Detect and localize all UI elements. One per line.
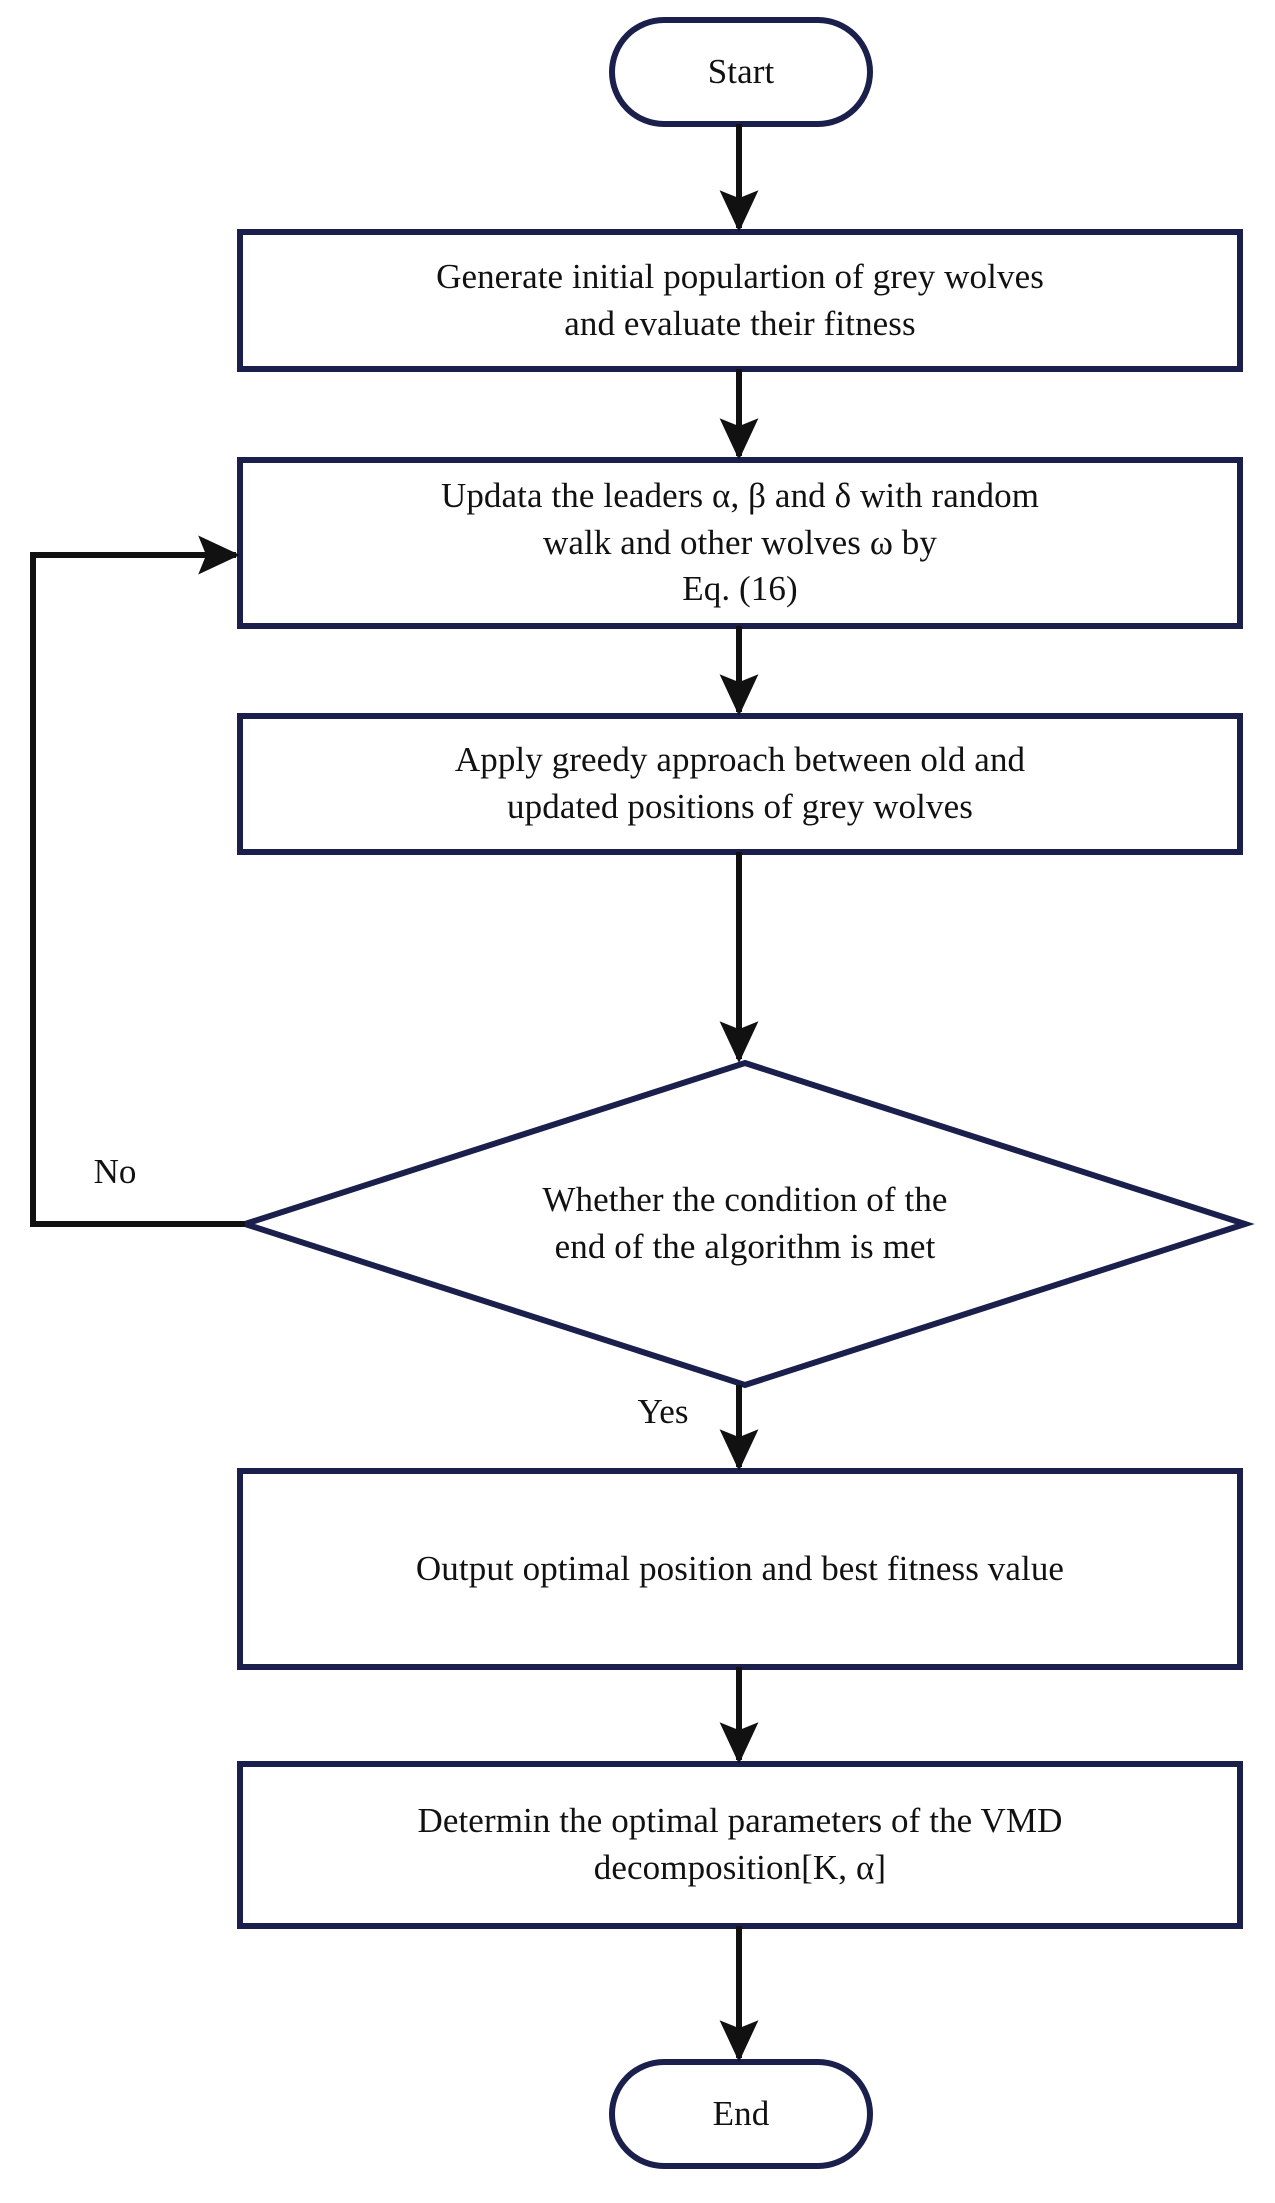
node-greedy-shape[interactable] — [237, 713, 1243, 855]
node-init-shape[interactable] — [237, 229, 1243, 372]
edge-decision-no-loop — [30, 535, 245, 1227]
node-start-shape[interactable] — [609, 17, 873, 127]
node-end-shape[interactable] — [609, 2059, 873, 2169]
node-decision-shape[interactable] — [235, 1059, 1255, 1389]
node-determine-shape[interactable] — [237, 1761, 1243, 1929]
edge-label-no: No — [93, 1152, 137, 1191]
edge-label-yes: Yes — [637, 1392, 689, 1431]
node-update-shape[interactable] — [237, 457, 1243, 629]
node-output-shape[interactable] — [237, 1468, 1243, 1670]
